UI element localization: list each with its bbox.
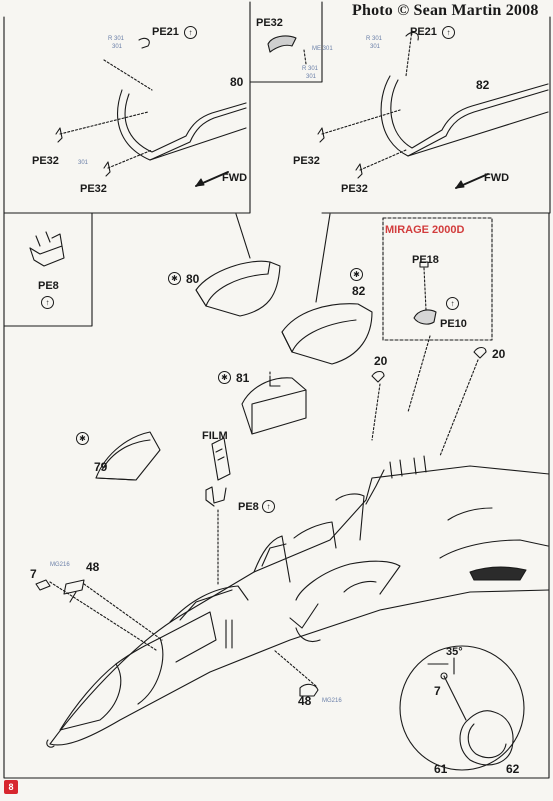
- clear-part-icon: ✱: [218, 371, 231, 384]
- label-part-82: 82: [352, 284, 366, 298]
- ref-code: R 301: [366, 36, 383, 42]
- pe8-part: [29, 231, 65, 267]
- page-number: 8: [4, 780, 18, 794]
- ejection-handle-detail: [399, 645, 525, 771]
- label-pe21-left: PE21: [152, 26, 179, 38]
- info-arrow-icon: ↑: [446, 297, 459, 310]
- part-81: [241, 369, 307, 435]
- info-arrow-icon: ↑: [184, 26, 197, 39]
- label-pe8-main: PE8: [238, 501, 259, 513]
- part-48-b: [299, 683, 319, 697]
- canopy-82: [281, 303, 373, 365]
- pe32-detail: [267, 35, 307, 65]
- part-48-a: [63, 579, 85, 603]
- ref-code: R 301: [302, 66, 319, 72]
- part-20-b: [473, 346, 487, 359]
- leader-line: [315, 213, 331, 303]
- ref-code: 301: [370, 44, 381, 50]
- canopy-80: [195, 260, 281, 317]
- label-part-48-b: 48: [298, 694, 312, 708]
- label-part-20-b: 20: [492, 347, 506, 361]
- label-pe10: PE10: [440, 318, 467, 330]
- label-pe18: PE18: [412, 254, 439, 266]
- pe8-box-frame: [3, 212, 93, 327]
- label-part-80-top: 80: [230, 75, 244, 89]
- label-angle: 35°: [446, 646, 463, 658]
- label-pe32-left-b: PE32: [80, 183, 107, 195]
- part-20-a: [371, 370, 385, 383]
- pe10-part: [407, 261, 437, 413]
- label-pe32-left-a: PE32: [32, 155, 59, 167]
- label-part-82-top: 82: [476, 78, 490, 92]
- leader-line: [235, 213, 251, 259]
- label-part-80: 80: [186, 272, 200, 286]
- info-arrow-icon: ↑: [41, 296, 54, 309]
- mirage-2000d-box: [382, 217, 493, 341]
- label-part-20-a: 20: [374, 354, 388, 368]
- label-film: FILM: [202, 430, 228, 442]
- label-part-7: 7: [30, 567, 37, 581]
- main-frame: [3, 212, 550, 779]
- info-arrow-icon: ↑: [442, 26, 455, 39]
- label-part-48-a: 48: [86, 560, 100, 574]
- clear-part-icon: ✱: [350, 268, 363, 281]
- ref-code: MG216: [322, 698, 342, 704]
- label-pe8-box: PE8: [38, 280, 59, 292]
- film-bracket: [205, 437, 231, 587]
- label-fwd-right: FWD: [484, 172, 510, 184]
- label-pe32-right-b: PE32: [341, 183, 368, 195]
- label-part-79: 79: [94, 460, 108, 474]
- label-pe32-right-a: PE32: [293, 155, 320, 167]
- canopy-frame-right: [317, 29, 549, 189]
- variant-title: MIRAGE 2000D: [385, 224, 465, 236]
- ref-code: MG216: [50, 562, 70, 568]
- label-pe32-middle: PE32: [256, 17, 283, 29]
- label-pe21-right: PE21: [410, 26, 437, 38]
- part-7: [35, 579, 51, 591]
- info-arrow-icon: ↑: [262, 500, 275, 513]
- top-panel-frame: [3, 1, 551, 214]
- windscreen-79: [95, 431, 161, 481]
- ref-code: ME 301: [312, 46, 333, 52]
- ref-code: R 301: [108, 36, 125, 42]
- clear-part-icon: ✱: [76, 432, 89, 445]
- clear-part-icon: ✱: [168, 272, 181, 285]
- canopy-frame-left: [55, 37, 247, 187]
- label-part-61: 61: [434, 762, 448, 776]
- ref-code: 301: [306, 74, 317, 80]
- photo-credit: Photo © Sean Martin 2008: [352, 2, 539, 19]
- label-part-62: 62: [506, 762, 520, 776]
- label-fwd-left: FWD: [222, 172, 248, 184]
- ref-code: 301: [78, 160, 89, 166]
- ref-code: 301: [112, 44, 123, 50]
- label-detail-part-7: 7: [434, 684, 441, 698]
- label-part-81: 81: [236, 371, 250, 385]
